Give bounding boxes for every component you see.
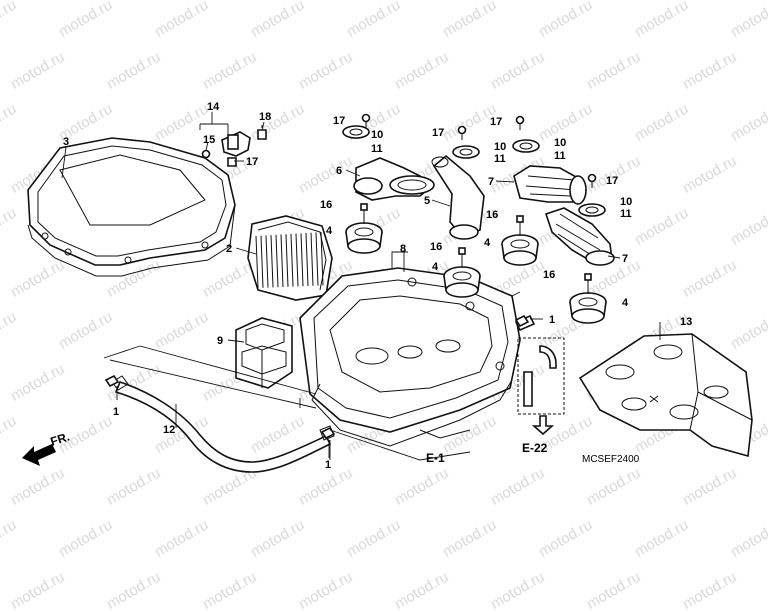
- air-funnel-6: [353, 157, 435, 201]
- filter-pleat: [255, 235, 259, 289]
- callout-11a: 11: [371, 143, 383, 155]
- insulator: [501, 215, 539, 266]
- air-funnel-5: [431, 154, 485, 240]
- exploded-view: 3 2 9 8 13 12 1 1 1 14 15 18 17 17 17 17…: [22, 101, 753, 473]
- reference-lines: [103, 251, 521, 461]
- callout-15: 15: [203, 134, 215, 146]
- insulator: [345, 203, 383, 254]
- diagram-code: MCSEF2400: [582, 454, 640, 465]
- callout-11c: 11: [554, 150, 566, 162]
- filter-pleat: [285, 234, 289, 287]
- callout-7b: 7: [622, 253, 628, 265]
- air-cleaner-cover: [27, 137, 236, 277]
- front-arrow: FR.: [22, 430, 71, 466]
- callout-16c: 16: [430, 241, 442, 253]
- gasket: [342, 125, 370, 139]
- callout-11d: 11: [620, 208, 632, 220]
- screw: [587, 173, 597, 188]
- callout-4c: 4: [432, 261, 439, 273]
- callout-6: 6: [336, 165, 342, 177]
- callout-1a: 1: [113, 406, 119, 418]
- insulator: [443, 247, 481, 298]
- funnel-gaskets: [342, 125, 606, 217]
- filter-pleat: [270, 235, 274, 288]
- intake-insulators: [345, 203, 607, 324]
- callout-17d: 17: [490, 116, 502, 128]
- filter-pleat: [310, 232, 314, 286]
- ref-e1: E-1: [426, 451, 445, 465]
- callout-9: 9: [217, 335, 223, 347]
- air-cleaner-case: [299, 267, 521, 447]
- air-funnel-7-upper: [513, 165, 588, 205]
- callout-14: 14: [207, 101, 220, 113]
- filter-pleat: [320, 232, 324, 286]
- hose-clamps: [104, 314, 530, 440]
- callout-4b: 4: [484, 237, 491, 249]
- callout-10a: 10: [371, 129, 383, 141]
- air-filter-element: [247, 215, 333, 301]
- reference-markers: E-1 E-22 FR. MCSEF2400: [22, 415, 640, 466]
- callout-10b: 10: [494, 141, 506, 153]
- filter-pleat: [275, 234, 279, 288]
- callout-16b: 16: [486, 209, 498, 221]
- callout-10c: 10: [554, 137, 566, 149]
- callout-16a: 16: [320, 199, 332, 211]
- callout-17e: 17: [606, 175, 618, 187]
- screw: [361, 113, 371, 128]
- filter-pleat: [300, 233, 304, 287]
- callout-4a: 4: [326, 225, 333, 237]
- screw: [457, 125, 467, 140]
- callout-16d: 16: [543, 269, 555, 281]
- heat-guard-plate: [578, 333, 753, 458]
- insulator: [569, 273, 607, 324]
- gasket: [512, 139, 540, 153]
- iat-sensor-assembly: [201, 125, 267, 167]
- callout-13: 13: [680, 316, 692, 328]
- callout-17c: 17: [432, 127, 444, 139]
- callout-17b: 17: [333, 115, 345, 127]
- gasket: [578, 203, 606, 217]
- front-label: FR.: [49, 430, 72, 449]
- filter-pleat: [290, 233, 294, 287]
- callout-12: 12: [163, 424, 175, 436]
- screws: [361, 113, 597, 188]
- filter-pleat: [265, 235, 269, 288]
- callout-17a: 17: [246, 156, 258, 168]
- callout-10d: 10: [620, 196, 632, 208]
- callout-8: 8: [400, 243, 406, 255]
- callout-5: 5: [424, 195, 430, 207]
- callout-1c: 1: [549, 314, 555, 326]
- callout-2: 2: [226, 243, 232, 255]
- callout-4d: 4: [622, 297, 629, 309]
- breather-hose: [514, 314, 565, 415]
- filter-pleat: [305, 232, 309, 287]
- filter-pleat: [315, 232, 319, 286]
- filter-pleat: [260, 235, 264, 288]
- callout-1b: 1: [325, 459, 331, 471]
- gasket: [452, 145, 480, 159]
- callout-11b: 11: [494, 153, 506, 165]
- screw: [515, 115, 525, 130]
- ref-e22: E-22: [522, 441, 548, 455]
- e22-arrow: [531, 415, 555, 436]
- filter-holder: [235, 317, 293, 389]
- callout-7a: 7: [488, 176, 494, 188]
- filter-pleat: [295, 233, 299, 287]
- air-funnel-7-lower: [544, 207, 615, 266]
- callout-3: 3: [63, 136, 69, 148]
- drain-tube: [111, 375, 335, 473]
- callout-labels: 3 2 9 8 13 12 1 1 1 14 15 18 17 17 17 17…: [63, 101, 692, 471]
- filter-pleat: [280, 234, 284, 288]
- leader-lines: [61, 112, 661, 458]
- callout-18: 18: [259, 111, 271, 123]
